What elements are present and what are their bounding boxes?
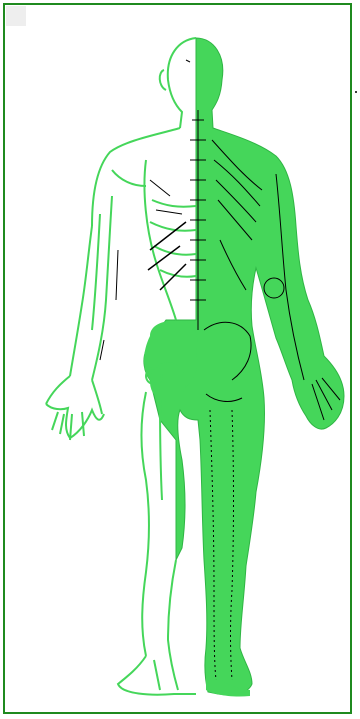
- speck: [355, 91, 357, 93]
